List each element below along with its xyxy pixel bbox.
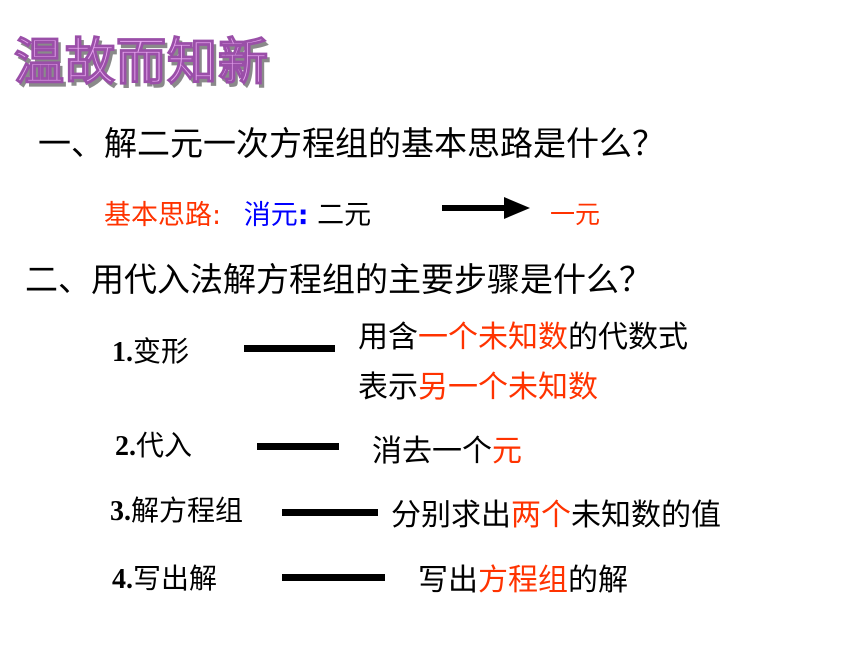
step-1-desc-1b: 一个未知数: [418, 320, 568, 355]
step-4-name: 写出解: [133, 562, 218, 595]
step-1-desc-line-1: 用含一个未知数的代数式: [358, 312, 688, 356]
step-1-desc-1c: 的代数式: [568, 320, 688, 355]
step-3-label: 3.解方程组: [110, 489, 243, 529]
step-4-desc: 写出方程组的解: [418, 555, 628, 599]
step-4-number: 4.: [112, 564, 133, 595]
slide-title: 温故而知新: [13, 32, 269, 91]
elimination-term: 消元: [243, 200, 298, 231]
question-1: 一、解二元一次方程组的基本思路是什么？: [38, 124, 665, 163]
step-1-name: 变形: [133, 335, 190, 368]
from-two-unknowns: 二元: [317, 200, 372, 231]
step-2-dash: [257, 443, 339, 450]
step-4-label: 4.写出解: [112, 557, 217, 597]
to-one-unknown: 一元: [550, 200, 601, 229]
step-2-label: 2.代入: [115, 424, 192, 464]
step-3-name: 解方程组: [131, 494, 244, 527]
step-3-number: 3.: [110, 496, 131, 527]
step-1-desc-line-2: 表示另一个未知数: [358, 362, 598, 406]
step-3-desc: 分别求出两个未知数的值: [391, 490, 721, 534]
step-1-desc-2a: 表示: [358, 370, 418, 405]
answer-1: 基本思路: 消元: 二元: [104, 193, 371, 232]
step-1-desc-2b: 另一个未知数: [418, 370, 598, 405]
right-arrow-icon: [442, 197, 530, 219]
step-1-dash: [244, 345, 335, 352]
step-1-desc-1a: 用含: [358, 320, 418, 355]
question-2: 二、用代入法解方程组的主要步骤是什么？: [25, 260, 652, 299]
step-2-desc: 消去一个元: [372, 426, 522, 470]
step-3-desc-a: 分别求出: [391, 498, 511, 533]
step-2-desc-b: 元: [492, 434, 522, 469]
elimination-colon: :: [297, 200, 309, 231]
step-4-dash: [282, 574, 385, 581]
step-2-number: 2.: [115, 431, 136, 462]
step-2-name: 代入: [136, 429, 193, 462]
step-4-desc-c: 的解: [568, 563, 628, 598]
step-1-number: 1.: [112, 337, 133, 368]
step-4-desc-b: 方程组: [478, 563, 568, 598]
step-3-dash: [282, 509, 378, 516]
step-1-label: 1.变形: [112, 330, 189, 370]
step-2-desc-a: 消去一个: [372, 434, 492, 469]
step-3-desc-b: 两个: [511, 498, 571, 533]
basic-idea-label: 基本思路:: [104, 200, 222, 231]
step-4-desc-a: 写出: [418, 563, 478, 598]
step-3-desc-c: 未知数的值: [571, 498, 721, 533]
